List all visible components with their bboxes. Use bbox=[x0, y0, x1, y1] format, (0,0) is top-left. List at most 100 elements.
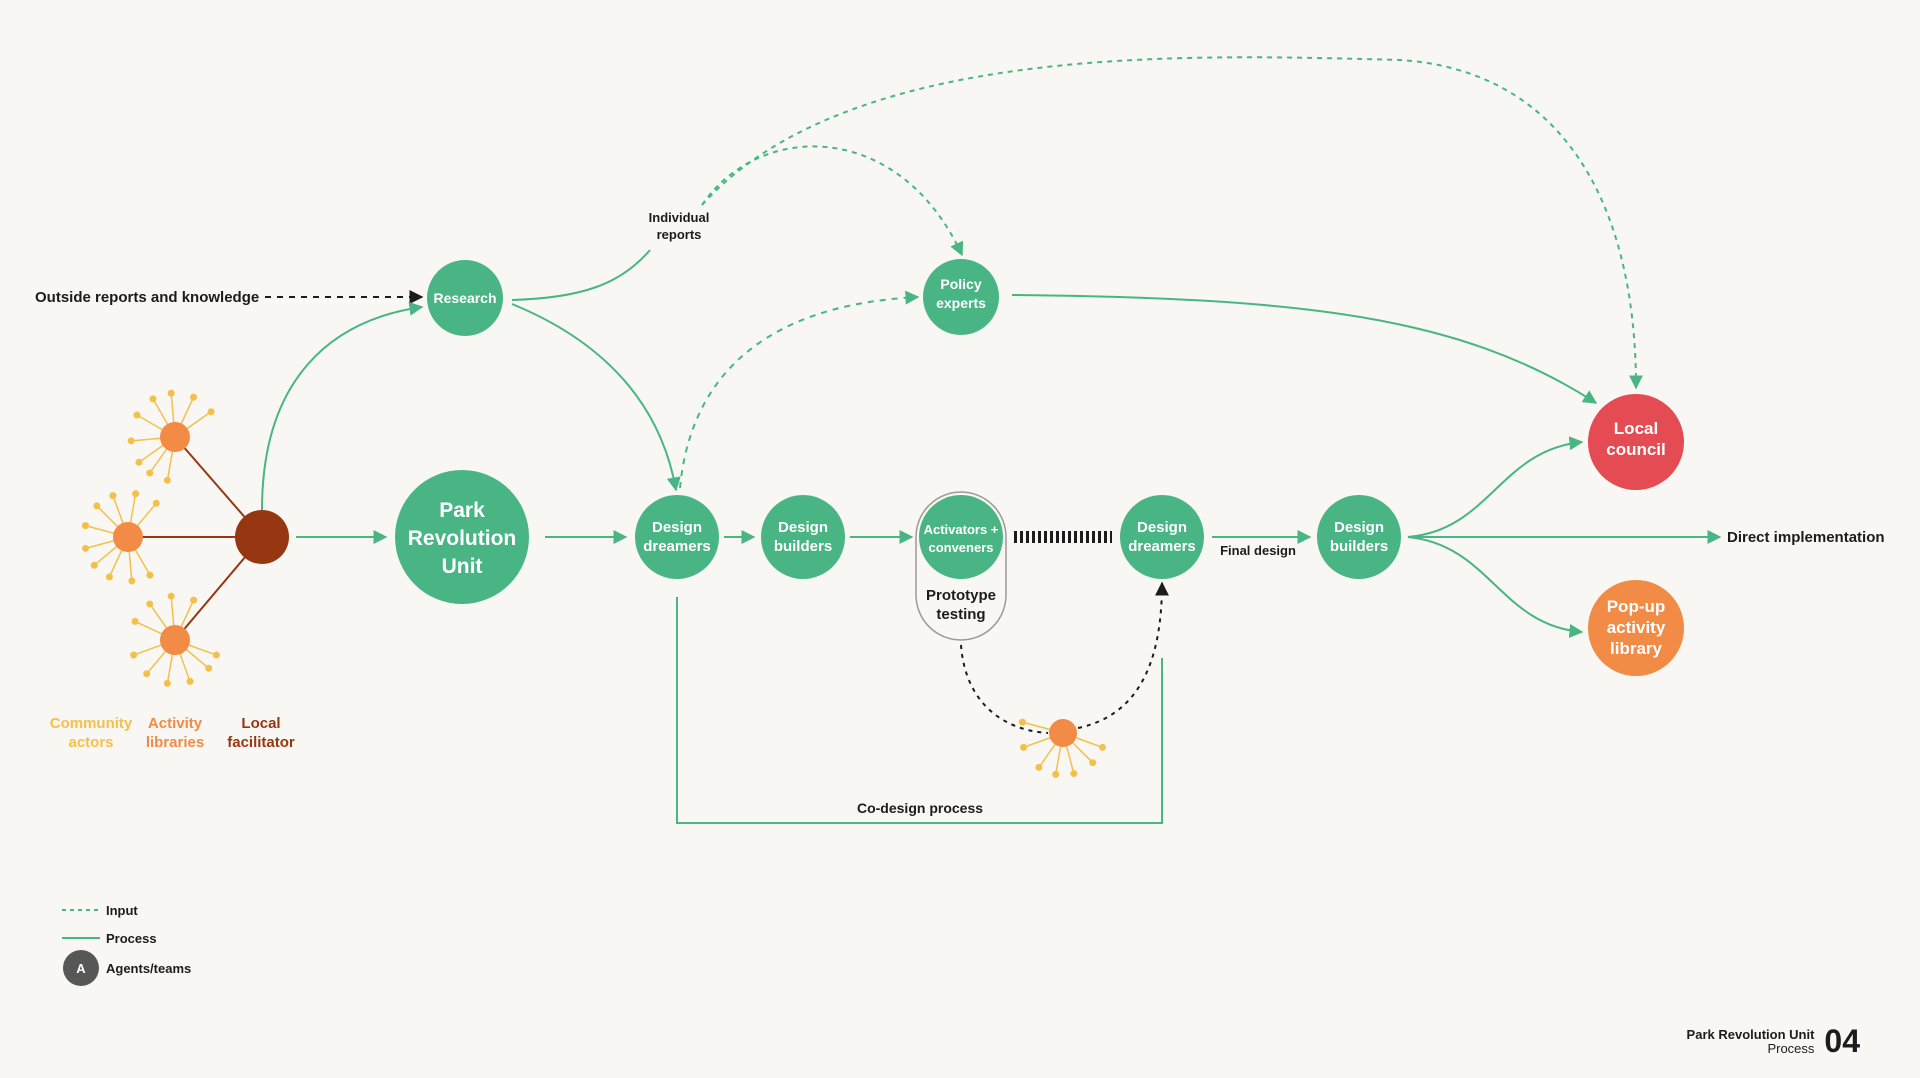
park-revolution-unit-node[interactable]: Park Revolution Unit bbox=[395, 470, 529, 604]
community-actor-dot bbox=[1018, 718, 1026, 726]
footer-title: Park Revolution Unit bbox=[1686, 1027, 1815, 1042]
outside-reports-label: Outside reports and knowledge bbox=[35, 289, 259, 306]
research-label: Research bbox=[433, 290, 496, 306]
community-actor-dot bbox=[131, 617, 139, 625]
connectors bbox=[261, 56, 1722, 824]
community-actor-dot bbox=[90, 561, 98, 569]
facilitator-to-research bbox=[261, 301, 424, 511]
legend-process-label: Process bbox=[106, 931, 157, 946]
community-actor-dot bbox=[132, 490, 140, 498]
svg-text:Design: Design bbox=[1137, 519, 1187, 536]
legend: Input Process A Agents/teams bbox=[62, 903, 191, 986]
reports-to-council bbox=[701, 56, 1643, 390]
design-dreamers-node-2[interactable]: Design dreamers bbox=[1120, 495, 1204, 579]
co-design-loop bbox=[676, 597, 1163, 824]
legend-agents-label: Agents/teams bbox=[106, 961, 191, 976]
community-actor-dot bbox=[135, 458, 143, 466]
prototype-testing-group[interactable]: Activators + conveners Prototype testing bbox=[915, 491, 1007, 641]
community-actor-dot bbox=[163, 679, 171, 687]
individual-reports-label-2: reports bbox=[657, 227, 702, 242]
footer: Park Revolution Unit Process 04 bbox=[1687, 1023, 1860, 1059]
research-node[interactable]: Research bbox=[427, 260, 503, 336]
svg-text:dreamers: dreamers bbox=[1128, 538, 1196, 555]
community-actor-dot bbox=[146, 600, 154, 608]
svg-text:library: library bbox=[1610, 639, 1663, 658]
research-to-dreamers bbox=[511, 303, 681, 492]
legend-input-label: Input bbox=[106, 903, 138, 918]
activity-library-node-3 bbox=[160, 625, 190, 655]
individual-reports-label-1: Individual bbox=[649, 210, 710, 225]
community-actor-dot bbox=[128, 577, 136, 585]
svg-text:activity: activity bbox=[1607, 618, 1666, 637]
community-actor-dot bbox=[81, 544, 89, 552]
dreamers-to-policy bbox=[679, 290, 920, 489]
direct-implementation-label: Direct implementation bbox=[1727, 529, 1885, 546]
community-actor-dot bbox=[1098, 743, 1106, 751]
design-builders-node-2[interactable]: Design builders bbox=[1317, 495, 1401, 579]
stakeholder-cluster bbox=[81, 389, 289, 687]
community-actor-dot bbox=[190, 596, 198, 604]
community-actor-dot bbox=[1035, 763, 1043, 771]
community-actor-dot bbox=[1070, 770, 1078, 778]
activity-libraries-label-1: Activity bbox=[148, 715, 203, 732]
footer-page-number: 04 bbox=[1824, 1023, 1860, 1059]
research-to-reports bbox=[511, 249, 651, 301]
builders2-to-council bbox=[1407, 436, 1584, 538]
testing-community-cluster bbox=[1018, 718, 1106, 778]
community-to-dreamers2 bbox=[1077, 581, 1169, 729]
community-actor-dot bbox=[149, 395, 157, 403]
svg-text:Unit: Unit bbox=[442, 555, 483, 578]
svg-text:Pop-up: Pop-up bbox=[1607, 597, 1666, 616]
activity-libraries-label-2: libraries bbox=[146, 734, 204, 751]
community-actor-dot bbox=[1089, 759, 1097, 767]
local-facilitator-label-2: facilitator bbox=[227, 734, 295, 751]
community-actor-dot bbox=[212, 651, 220, 659]
svg-text:testing: testing bbox=[936, 606, 985, 623]
svg-text:Activators +: Activators + bbox=[924, 522, 999, 537]
local-facilitator-node bbox=[235, 510, 289, 564]
community-actor-dot bbox=[127, 437, 135, 445]
svg-text:dreamers: dreamers bbox=[643, 538, 711, 555]
testing-to-community bbox=[960, 644, 1049, 734]
svg-text:council: council bbox=[1606, 440, 1666, 459]
community-actor-dot bbox=[133, 411, 141, 419]
community-actor-dot bbox=[167, 592, 175, 600]
community-actor-dot bbox=[109, 492, 117, 500]
svg-text:Design: Design bbox=[652, 519, 702, 536]
community-actor-dot bbox=[146, 469, 154, 477]
community-actor-dot bbox=[105, 573, 113, 581]
community-actor-dot bbox=[1052, 770, 1060, 778]
community-actor-dot bbox=[167, 389, 175, 397]
community-actor-dot bbox=[152, 499, 160, 507]
activity-library-node-1 bbox=[160, 422, 190, 452]
community-actors-label-2: actors bbox=[68, 734, 113, 751]
community-actor-dot bbox=[81, 522, 89, 530]
reports-to-policy bbox=[701, 145, 964, 257]
community-actors-label-1: Community bbox=[50, 715, 133, 732]
legend-agents-icon bbox=[63, 950, 99, 986]
local-facilitator-label-1: Local bbox=[241, 715, 280, 732]
policy-to-council bbox=[1011, 294, 1598, 404]
design-dreamers-node-1[interactable]: Design dreamers bbox=[635, 495, 719, 579]
legend-agents-icon-letter: A bbox=[76, 961, 86, 976]
svg-text:Policy: Policy bbox=[940, 276, 981, 292]
community-actor-dot bbox=[205, 664, 213, 672]
svg-text:Prototype: Prototype bbox=[926, 587, 996, 604]
community-actor-dot bbox=[130, 651, 138, 659]
local-council-node[interactable]: Local council bbox=[1588, 394, 1684, 490]
final-design-label: Final design bbox=[1220, 543, 1296, 558]
community-actor-dot bbox=[146, 571, 154, 579]
policy-experts-node[interactable]: Policy experts bbox=[923, 259, 999, 335]
svg-text:Local: Local bbox=[1614, 419, 1658, 438]
community-actor-spokes bbox=[81, 389, 220, 687]
popup-activity-library-node[interactable]: Pop-up activity library bbox=[1588, 580, 1684, 676]
svg-text:Design: Design bbox=[778, 519, 828, 536]
community-actor-dot bbox=[93, 502, 101, 510]
design-builders-node-1[interactable]: Design builders bbox=[761, 495, 845, 579]
footer-titles: Park Revolution Unit Process bbox=[1687, 1028, 1815, 1056]
svg-text:conveners: conveners bbox=[928, 540, 993, 555]
community-actor-dot bbox=[143, 670, 151, 678]
community-actor-dot bbox=[163, 476, 171, 484]
footer-subtitle: Process bbox=[1767, 1041, 1815, 1056]
